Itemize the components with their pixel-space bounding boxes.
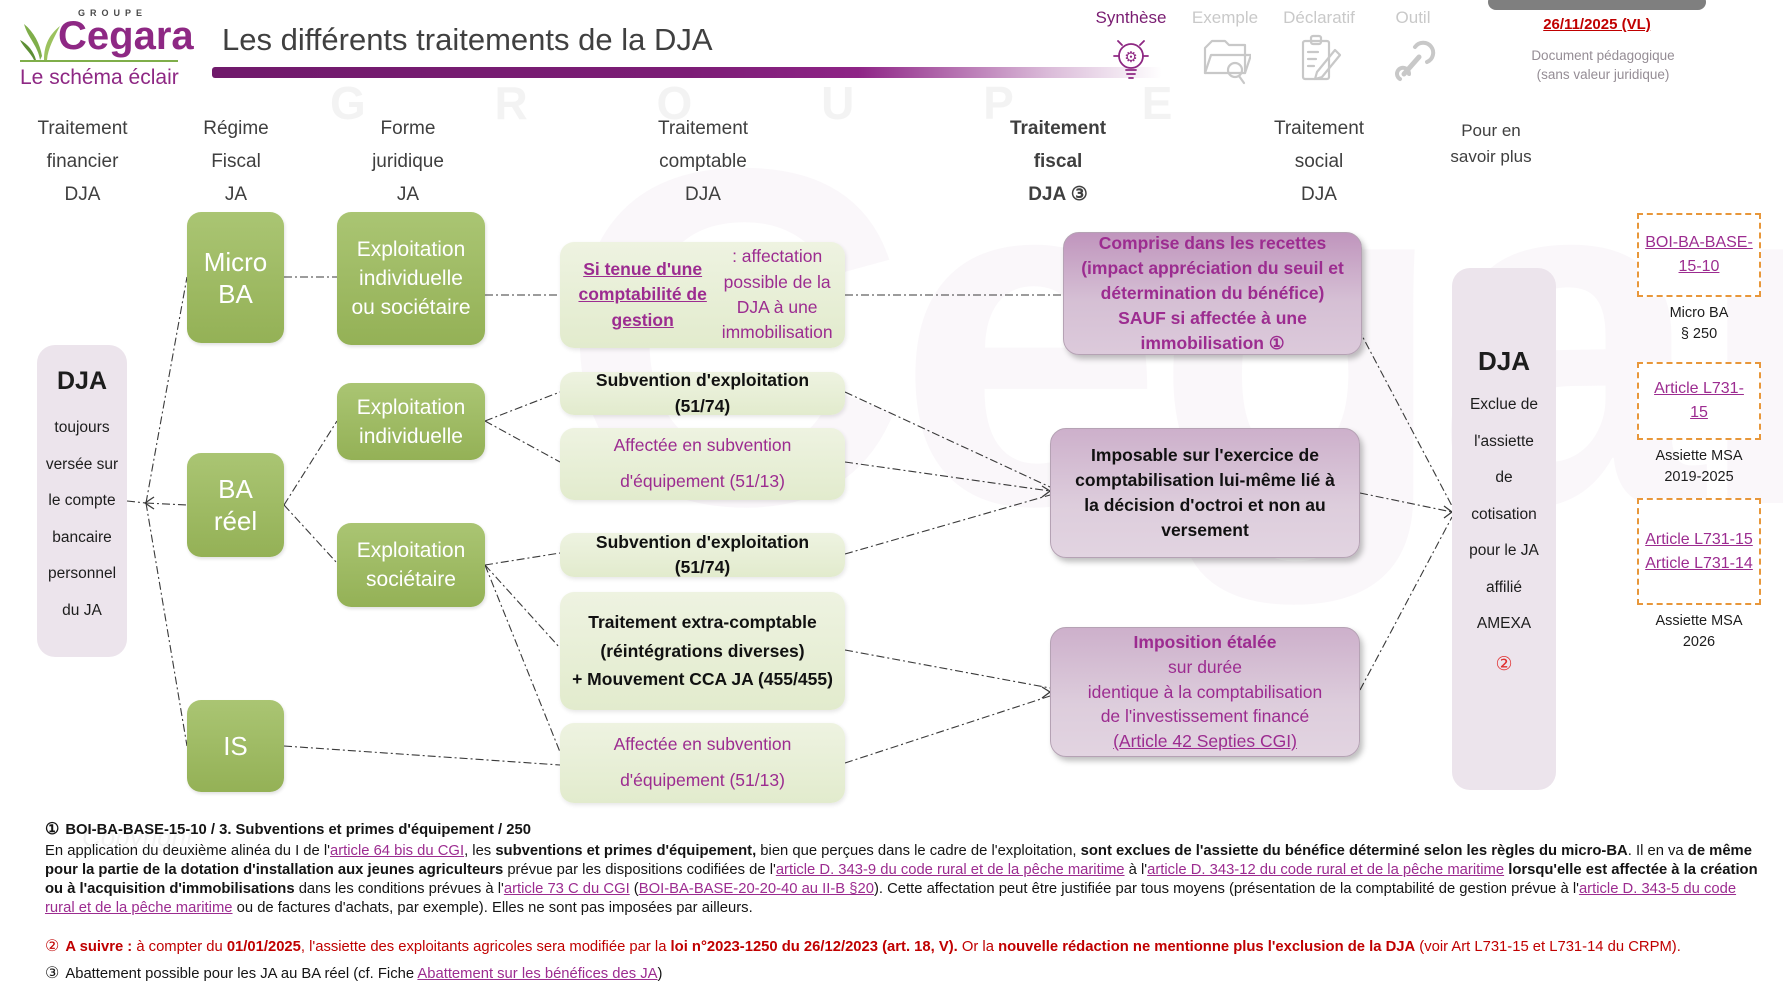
column-header-comptable: Traitement comptable DJA (657, 118, 749, 205)
nav-label: Exemple (1191, 8, 1259, 27)
social-dja-box: DJA Exclue de l'assiette de cotisation p… (1452, 268, 1556, 790)
logo-text: Cegara (58, 14, 194, 58)
inline-link[interactable]: Abattement sur les bénéfices des JA (417, 966, 658, 982)
reference-caption: Assiette MSA 2019-2025 (1655, 448, 1743, 485)
logo-underline (20, 60, 178, 62)
reference-link[interactable]: Article L731-15 Article L731-14 (1645, 530, 1753, 572)
comptable-extra-comptable-box: Traitement extra-comptable (réintégratio… (560, 592, 845, 710)
page-title: Les différents traitements de la DJA (222, 22, 713, 57)
inline-link[interactable]: article D. 343-9 du code rural et de la … (775, 861, 1125, 878)
social-box-body: Exclue de l'assiette de cotisation pour … (1469, 396, 1539, 632)
footnote-1-heading: ① BOI-BA-BASE-15-10 / 3. Subventions et p… (45, 820, 1760, 840)
inline-link[interactable]: article D. 343-5 du code rural et de la … (45, 880, 1737, 916)
reference-link[interactable]: BOI-BA-BASE- 15-10 (1645, 234, 1753, 275)
inline-link[interactable]: article 64 bis du CGI (330, 843, 465, 859)
reference-box-l731-15-14: Article L731-15 Article L731-14 (1637, 498, 1761, 605)
inline-link[interactable]: article 73 C du CGI (503, 880, 630, 897)
version-date: 26/11/2025 (VL) (1543, 16, 1651, 33)
svg-text:⚙: ⚙ (1124, 49, 1137, 66)
logo-tagline: Le schéma éclair (20, 66, 179, 89)
comptable-comptabilite-gestion-box: Si tenue d'une comptabilité de gestion :… (560, 242, 845, 348)
footnote-3-ref: ③ (45, 965, 60, 982)
view-nav: Synthèse ⚙ Exemple (1093, 8, 1451, 86)
reference-caption: Micro BA § 250 (1669, 305, 1729, 342)
nav-item-synthese[interactable]: Synthèse ⚙ (1093, 8, 1169, 86)
footnote-2-ref: ② (45, 938, 60, 955)
column-header-regime: Régime Fiscal JA (203, 118, 269, 205)
nav-label: Synthèse (1095, 8, 1167, 27)
column-header-forme: Forme juridique JA (372, 118, 444, 205)
financial-box-title: DJA (56, 367, 107, 395)
social-box-note-ref: ② (1495, 653, 1513, 675)
fiscal-comprise-recettes-box: Comprise dans les recettes (impact appré… (1063, 232, 1362, 355)
doc-disclaimer: Document pédagogique (sans valeur juridi… (1531, 48, 1675, 82)
nav-item-outil[interactable]: Outil (1375, 8, 1451, 86)
forme-individuelle-box: Exploitation individuelle (337, 383, 485, 460)
nav-label: Déclaratif (1283, 8, 1355, 27)
forme-individuelle-ou-societaire-box: Exploitation individuelle ou sociétaire (337, 212, 485, 345)
reference-box-boi-ba-base: BOI-BA-BASE- 15-10 (1637, 213, 1761, 297)
footnote-1-title: BOI-BA-BASE-15-10 / 3. Subventions et pr… (65, 822, 531, 838)
clipboard-pencil-icon (1301, 34, 1342, 81)
inline-link[interactable]: (Article 42 Septies CGI) (1113, 731, 1297, 752)
column-header-fiscal: Traitement fiscal DJA ③ (1009, 118, 1107, 205)
footnote-2-body: A suivre : à compter du 01/01/2025, l'as… (65, 939, 1681, 955)
regime-is-box: IS (187, 700, 284, 792)
fiscal-imposable-exercice-box: Imposable sur l'exercice de comptabilisa… (1050, 428, 1360, 558)
comptable-subvention-equipement-box: Affectée en subvention d'équipement (51/… (560, 428, 845, 500)
comptable-subvention-exploitation-box: Subvention d'exploitation (51/74) (560, 370, 845, 416)
footnote-3: ③ Abattement possible pour les JA au BA r… (45, 964, 1760, 984)
regime-ba-reel-box: BA réel (187, 453, 284, 557)
fiscal-imposition-etalee-box: Imposition étalée sur durée identique à … (1050, 627, 1360, 757)
date-tab-bar (1488, 0, 1706, 10)
column-header-financier: Traitement financier DJA (37, 118, 128, 205)
footnote-1-ref: ① (45, 821, 60, 838)
lightbulb-gear-icon: ⚙ (1113, 40, 1149, 79)
footnote-1-body: En application du deuxième alinéa du I d… (45, 843, 1758, 916)
reference-link[interactable]: Article L731- 15 (1654, 380, 1744, 421)
folder-search-icon (1203, 39, 1251, 85)
nav-item-declaratif[interactable]: Déclaratif (1281, 8, 1357, 86)
nav-item-exemple[interactable]: Exemple (1187, 8, 1263, 86)
social-box-title: DJA (1477, 346, 1530, 376)
comptable-subvention-equipement-box-2: Affectée en subvention d'équipement (51/… (560, 723, 845, 803)
grass-icon (20, 24, 60, 60)
regime-micro-ba-box: Micro BA (187, 212, 284, 343)
reference-caption: Assiette MSA 2026 (1655, 613, 1743, 650)
forme-societaire-box: Exploitation sociétaire (337, 523, 485, 607)
inline-link[interactable]: article D. 343-12 du code rural et de la… (1147, 861, 1505, 878)
financial-box-body: toujours versée sur le compte bancaire p… (45, 419, 119, 619)
nav-label: Outil (1395, 8, 1431, 27)
financial-dja-box: DJA toujours versée sur le compte bancai… (37, 345, 127, 657)
column-header-social: Traitement social DJA (1273, 118, 1365, 205)
inline-link[interactable]: BOI-BA-BASE-20-20-40 au II-B §20 (638, 880, 874, 897)
footnote-3-body: Abattement possible pour les JA au BA ré… (65, 966, 663, 982)
column-header-savoir-plus: Pour en savoir plus (1450, 121, 1532, 166)
comptable-subvention-exploitation-box-2: Subvention d'exploitation (51/74) (560, 532, 845, 577)
wrench-icon (1395, 40, 1436, 81)
reference-box-l731-15: Article L731- 15 (1637, 362, 1761, 440)
title-accent-bar (212, 67, 1162, 78)
logo-groupe-label: GROUPE (78, 8, 148, 18)
footnote-2: ② A suivre : à compter du 01/01/2025, l'a… (45, 937, 1760, 957)
